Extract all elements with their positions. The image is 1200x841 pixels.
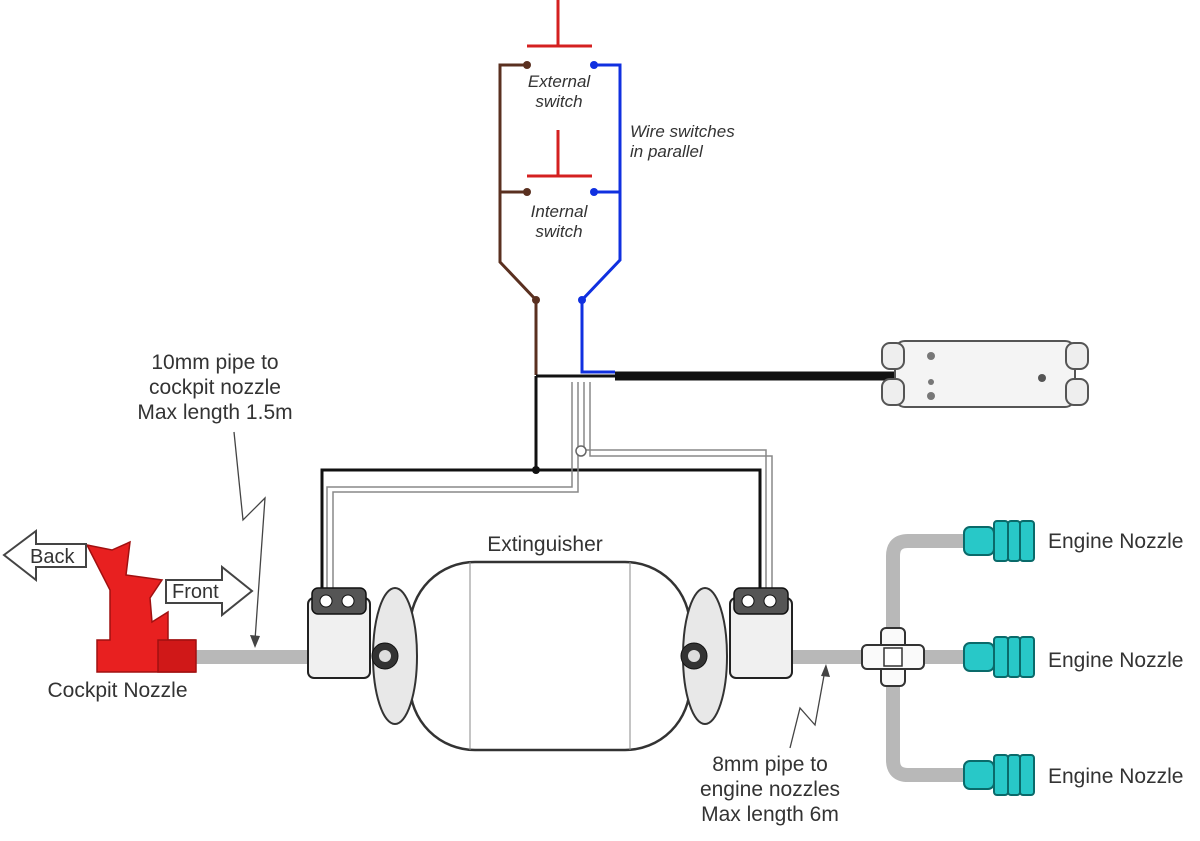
engine-nozzle-graphic — [963, 636, 1035, 678]
blue-terminal — [590, 188, 598, 196]
engine-pipe-main — [790, 650, 870, 664]
left-valve — [307, 587, 399, 679]
brown-terminal — [523, 61, 531, 69]
front-arrow — [165, 564, 254, 618]
front-label: Front — [172, 581, 219, 603]
gray-wire — [326, 382, 773, 590]
engine-nozzle-label: Engine Nozzle — [1048, 649, 1184, 672]
black-wire-right — [536, 468, 762, 590]
black-wire — [320, 376, 538, 590]
brown-wire — [498, 63, 538, 375]
engine-pipe-stub — [920, 650, 970, 664]
external-switch-symbol — [527, 0, 592, 48]
engine-pipe-upper — [886, 534, 970, 640]
cockpit-pipe-leader — [233, 431, 266, 641]
extinguisher-label: Extinguisher — [487, 533, 603, 556]
engine-pipe-lower — [886, 675, 970, 782]
cockpit-pipe-leader-arrowhead — [250, 635, 260, 648]
engine-nozzle-graphic — [963, 754, 1035, 796]
engine-nozzle-graphic — [963, 520, 1035, 562]
back-label: Back — [30, 546, 75, 568]
brown-junction — [532, 296, 540, 304]
cockpit-pipe — [196, 650, 316, 664]
gray-junction — [575, 445, 587, 457]
control-box — [881, 340, 1089, 408]
internal-switch-symbol — [527, 130, 592, 178]
engine-nozzle-label: Engine Nozzle — [1048, 765, 1184, 788]
black-junction — [532, 466, 540, 474]
right-valve — [680, 587, 793, 679]
extinguisher-cylinder — [372, 560, 728, 752]
blue-wire — [580, 63, 622, 374]
engine-pipe-leader-arrowhead — [821, 664, 830, 677]
cross-fitting — [861, 627, 925, 687]
engine-pipe-leader — [789, 669, 826, 749]
cockpit-nozzle — [85, 540, 197, 673]
engine-nozzle-label: Engine Nozzle — [1048, 530, 1184, 553]
back-arrow — [2, 529, 87, 583]
brown-terminal — [523, 188, 531, 196]
blue-junction — [578, 296, 586, 304]
blue-terminal — [590, 61, 598, 69]
cockpit-nozzle-label: Cockpit Nozzle — [47, 679, 188, 702]
